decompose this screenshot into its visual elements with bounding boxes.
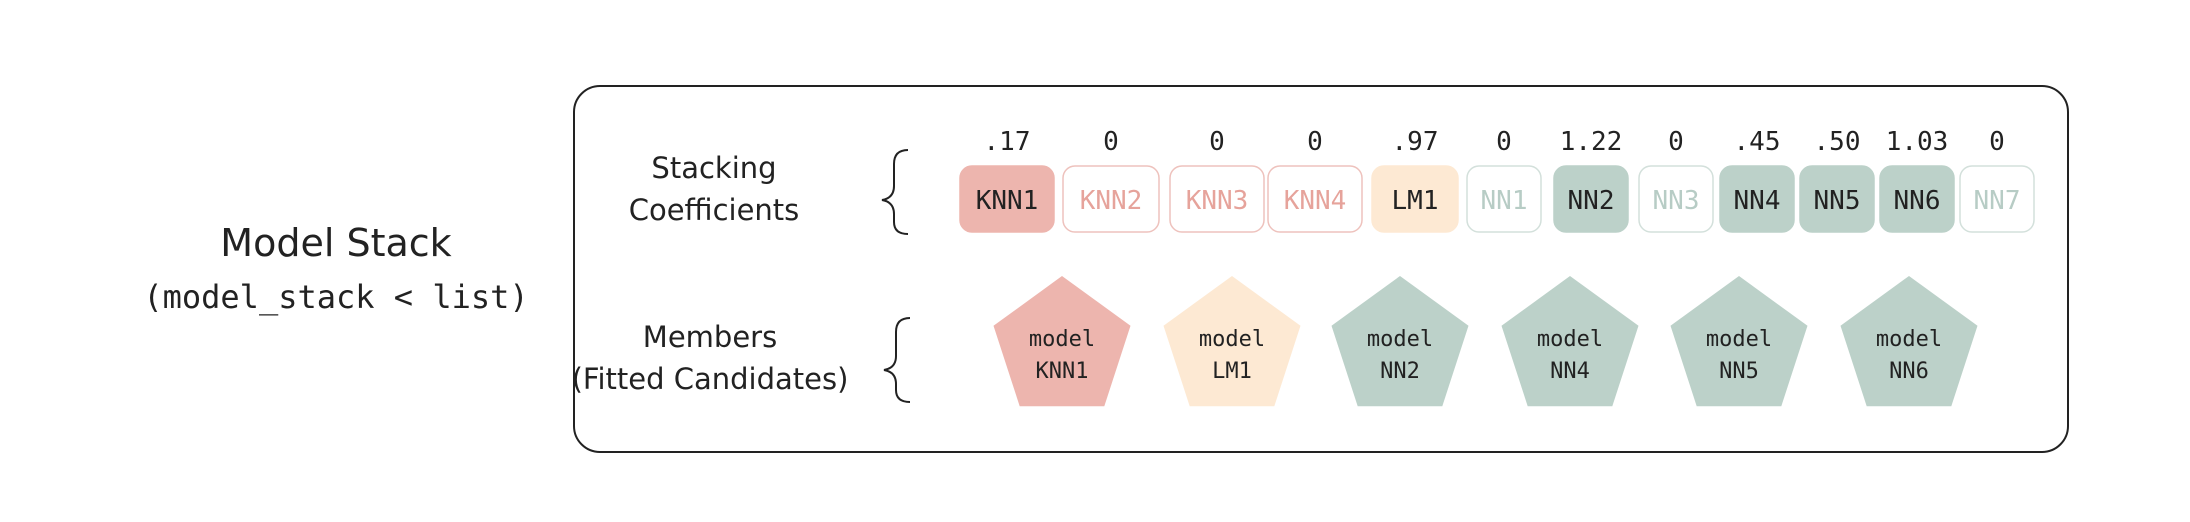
candidate-label-nn3: NN3 (1653, 186, 1700, 216)
member-label-model: model (1199, 327, 1265, 352)
members-brace (883, 317, 911, 403)
candidate-label-nn5: NN5 (1814, 186, 1861, 216)
member-pentagon-nn4 (1501, 276, 1639, 407)
member-pentagon-nn2 (1331, 276, 1469, 407)
candidate-box-nn2 (1553, 165, 1629, 233)
members-label-line1: Members (643, 320, 777, 354)
members-label-line2: (Fitted Candidates) (572, 362, 849, 396)
candidate-label-knn2: KNN2 (1080, 186, 1143, 216)
model-stack-subtitle: (model_stack < list) (143, 278, 528, 316)
coefficient-nn7: 0 (1989, 127, 2005, 157)
model-stack-title: Model Stack (220, 221, 451, 265)
candidate-box-nn7 (1959, 165, 2035, 233)
candidate-box-knn4 (1267, 165, 1363, 233)
model-stack-frame (573, 85, 2069, 453)
coefficient-nn1: 0 (1496, 127, 1512, 157)
coefficient-nn2: 1.22 (1560, 127, 1623, 157)
member-label-nn2: NN2 (1380, 359, 1420, 384)
member-label-model: model (1706, 327, 1772, 352)
coefficient-knn4: 0 (1307, 127, 1323, 157)
member-pentagon-nn6 (1840, 276, 1978, 407)
member-label-nn6: NN6 (1889, 359, 1929, 384)
member-label-nn4: NN4 (1550, 359, 1590, 384)
candidate-box-nn5 (1799, 165, 1875, 233)
coefficient-values: .17 0 0 0 .97 0 1.22 0 .45 .50 1.03 0 (984, 127, 2005, 157)
candidate-label-nn1: NN1 (1481, 186, 1528, 216)
candidate-box-nn1 (1466, 165, 1542, 233)
coefficient-nn6: 1.03 (1886, 127, 1949, 157)
candidate-box-nn3 (1638, 165, 1714, 233)
member-pentagon-nn5 (1670, 276, 1808, 407)
candidate-label-nn2: NN2 (1568, 186, 1615, 216)
member-pentagon-lm1 (1163, 276, 1301, 407)
member-pentagon-knn1 (993, 276, 1131, 407)
member-label-nn5: NN5 (1719, 359, 1759, 384)
candidate-box-knn3 (1169, 165, 1265, 233)
candidate-box-lm1 (1371, 165, 1459, 233)
candidate-box-nn4 (1719, 165, 1795, 233)
coefficients-label-line1: Stacking (651, 151, 776, 185)
coefficient-knn3: 0 (1209, 127, 1225, 157)
member-label-model: model (1876, 327, 1942, 352)
candidate-label-nn4: NN4 (1734, 186, 1781, 216)
candidate-label-knn4: KNN4 (1284, 186, 1347, 216)
member-label-model: model (1029, 327, 1095, 352)
coefficient-nn5: .50 (1814, 127, 1861, 157)
candidate-label-nn6: NN6 (1894, 186, 1941, 216)
candidate-box-knn2 (1062, 165, 1160, 233)
member-label-knn1: KNN1 (1036, 359, 1089, 384)
coefficients-label-line2: Coefficients (629, 193, 800, 227)
coefficient-nn4: .45 (1734, 127, 1781, 157)
member-label-model: model (1367, 327, 1433, 352)
coefficient-knn2: 0 (1103, 127, 1119, 157)
candidate-label-nn7: NN7 (1974, 186, 2021, 216)
candidate-box-knn1 (959, 165, 1055, 233)
candidate-box-nn6 (1879, 165, 1955, 233)
member-label-lm1: LM1 (1212, 359, 1252, 384)
candidate-label-knn1: KNN1 (976, 186, 1039, 216)
member-label-model: model (1537, 327, 1603, 352)
candidate-label-lm1: LM1 (1392, 186, 1439, 216)
coefficient-nn3: 0 (1668, 127, 1684, 157)
candidate-label-knn3: KNN3 (1186, 186, 1249, 216)
coefficient-knn1: .17 (984, 127, 1031, 157)
candidate-boxes: KNN1 KNN2 KNN3 KNN4 LM1 NN1 NN2 NN3 NN4 NN5 NN6 NN7 (959, 165, 2035, 233)
coefficient-lm1: .97 (1392, 127, 1439, 157)
coefficients-brace (881, 149, 909, 235)
